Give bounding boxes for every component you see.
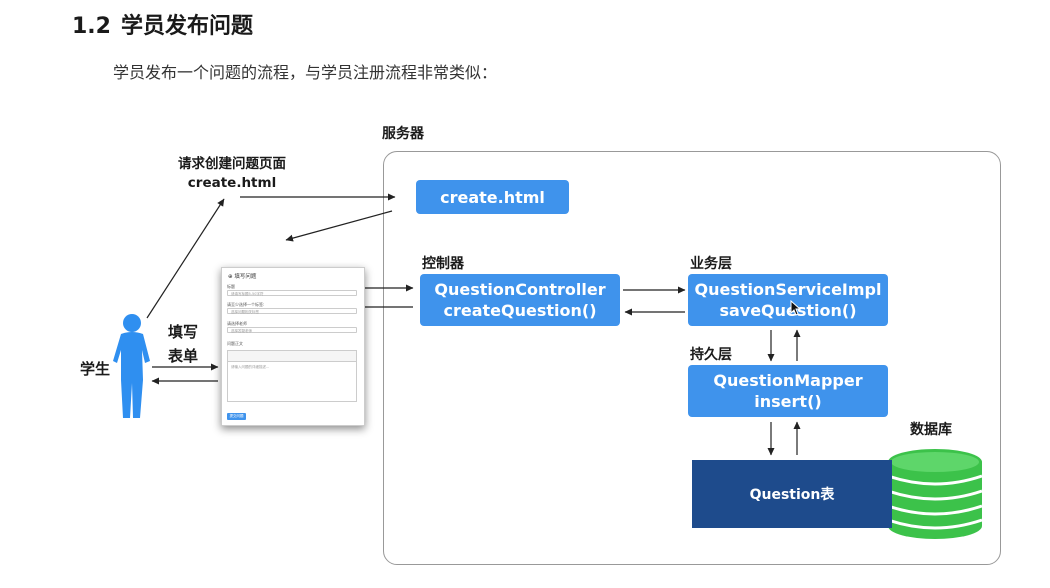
request-label: 请求创建问题页面 create.html bbox=[178, 155, 286, 193]
request-line-1: 请求创建问题页面 bbox=[178, 156, 286, 172]
controller-label: 控制器 bbox=[422, 256, 464, 272]
service-box: QuestionServiceImpl saveQuestion() bbox=[688, 274, 888, 326]
section-number: 1.2 bbox=[72, 14, 111, 39]
fill-line-2: 表单 bbox=[168, 347, 199, 365]
server-title: 服务器 bbox=[382, 126, 424, 142]
arrow-server-to-browser bbox=[285, 210, 393, 242]
request-line-2: create.html bbox=[187, 175, 277, 191]
controller-box: QuestionController createQuestion() bbox=[420, 274, 620, 326]
fill-form-label: 填写 表单 bbox=[168, 320, 198, 368]
student-figure bbox=[113, 314, 150, 418]
form-editor-toolbar bbox=[227, 350, 357, 362]
cursor-icon bbox=[790, 300, 802, 316]
fill-line-1: 填写 bbox=[168, 323, 199, 341]
form-tag-label: 请至少选择一个标签: bbox=[227, 302, 265, 307]
form-screenshot: ⊕ 填写问题 标题 请填写标题5-50字符 请至少选择一个标签: 选择问题相关标… bbox=[221, 267, 365, 426]
mapper-box: QuestionMapper insert() bbox=[688, 365, 888, 417]
form-teacher-label: 请选择老师 bbox=[227, 321, 247, 326]
form-title-input: 请填写标题5-50字符 bbox=[227, 290, 357, 296]
controller-method: createQuestion() bbox=[443, 301, 597, 320]
service-class: QuestionServiceImpl bbox=[694, 280, 882, 299]
form-title-label: 标题 bbox=[227, 284, 235, 289]
create-html-text: create.html bbox=[440, 187, 545, 207]
create-html-box: create.html bbox=[416, 180, 569, 214]
database-icon bbox=[887, 449, 983, 539]
section-title: 学员发布问题 bbox=[120, 14, 253, 39]
mapper-class: QuestionMapper bbox=[713, 371, 863, 390]
form-tag-select: 选择问题相关标签 bbox=[227, 308, 357, 314]
form-body-label: 问题正文 bbox=[227, 341, 243, 346]
intro-text: 学员发布一个问题的流程，与学员注册流程非常类似： bbox=[113, 63, 498, 82]
question-table-text: Question表 bbox=[749, 487, 835, 503]
question-table-box: Question表 bbox=[692, 460, 892, 528]
controller-class: QuestionController bbox=[434, 280, 606, 299]
service-label: 业务层 bbox=[690, 256, 732, 272]
mapper-method: insert() bbox=[754, 392, 822, 411]
database-label: 数据库 bbox=[910, 422, 952, 438]
section-heading: 1.2 学员发布问题 bbox=[72, 8, 253, 40]
service-method: saveQuestion() bbox=[719, 301, 857, 320]
persistence-label: 持久层 bbox=[690, 347, 732, 363]
form-teacher-select: 选择答疑老师 bbox=[227, 327, 357, 333]
form-title: ⊕ 填写问题 bbox=[228, 274, 257, 280]
student-label: 学生 bbox=[80, 360, 111, 378]
server-box bbox=[383, 151, 1001, 565]
form-submit-button: 提交问题 bbox=[227, 413, 246, 420]
arrow-student-to-request bbox=[146, 198, 225, 319]
form-body-textarea: 请输入问题的详细描述... bbox=[227, 362, 357, 402]
